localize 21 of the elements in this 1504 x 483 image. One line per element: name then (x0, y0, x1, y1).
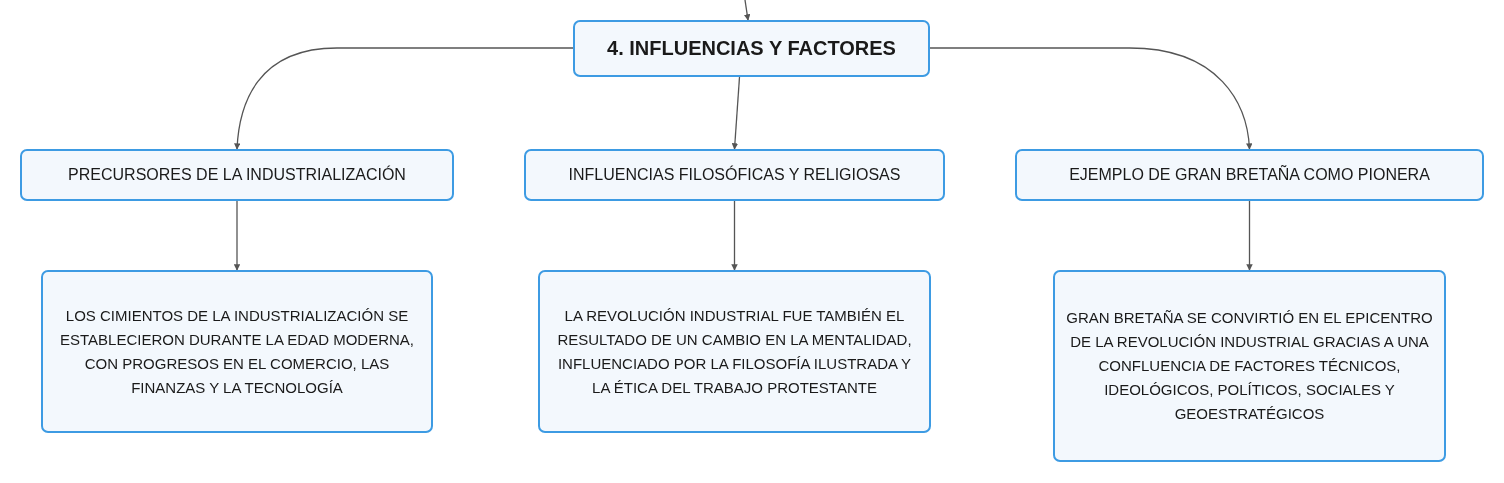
root-topic-box (573, 20, 930, 77)
description-box (1053, 270, 1446, 462)
connector-arrow (233, 200, 241, 271)
node-text: EJEMPLO DE GRAN BRETAÑA COMO PIONERA (1069, 166, 1430, 184)
node-text: LA REVOLUCIÓN INDUSTRIAL FUE TAMBIÉN EL RESULTADO DE UN CAMBIO EN LA MENTALIDAD, INFLUENCIADO POR LA FILOSOFÍA ILUSTRADA Y LA ÉTICA DEL TRABAJO PROTESTANTE (556, 305, 913, 398)
topic-box (20, 149, 454, 201)
topic-box (524, 149, 945, 201)
connector-arrow (731, 200, 738, 271)
connector-arrow (1246, 200, 1253, 271)
connector-arrow (929, 47, 1253, 150)
connector-arrow (234, 47, 574, 150)
description-box (538, 270, 931, 433)
topic-box (1015, 149, 1484, 201)
connector-arrow (743, 0, 751, 21)
description-box (41, 270, 433, 433)
connector-arrow (731, 76, 741, 150)
node-text: 4. INFLUENCIAS Y FACTORES (607, 37, 896, 60)
node-text: GRAN BRETAÑA SE CONVIRTIÓ EN EL EPICENTRO DE LA REVOLUCIÓN INDUSTRIAL GRACIAS A UNA CONFLUENCIA DE FACTORES TÉCNICOS, IDEOLÓGICOS, POLÍTICOS, SOCIALES Y GEOESTRATÉGICOS (1065, 308, 1434, 424)
node-text: INFLUENCIAS FILOSÓFICAS Y RELIGIOSAS (568, 166, 901, 184)
node-text: PRECURSORES DE LA INDUSTRIALIZACIÓN (68, 166, 406, 184)
node-text: LOS CIMIENTOS DE LA INDUSTRIALIZACIÓN SE ESTABLECIERON DURANTE LA EDAD MODERNA, CON PROGRESOS EN EL COMERCIO, LAS FINANZAS Y LA TECNOLOGÍA (59, 305, 415, 398)
